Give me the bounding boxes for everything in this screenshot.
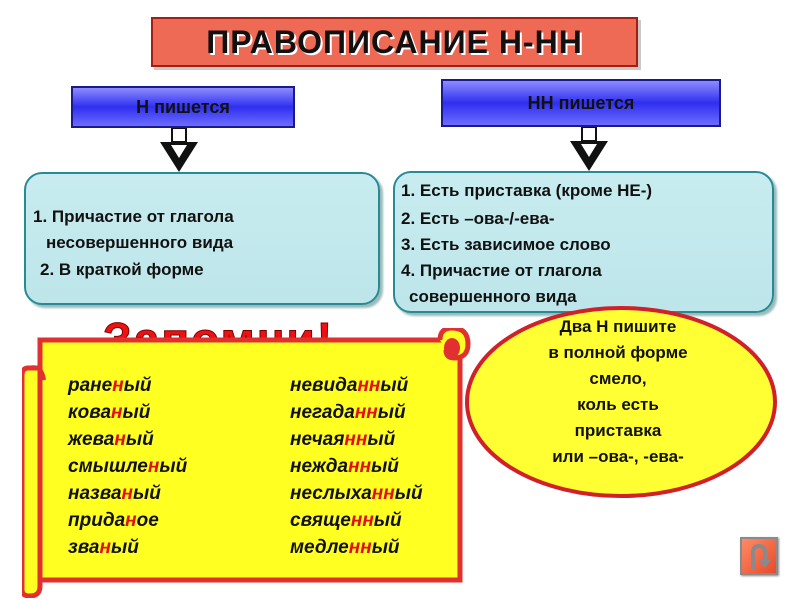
word-item: священный [290, 510, 402, 532]
word-part: ране [68, 375, 113, 396]
word-part: кова [68, 402, 112, 423]
highlighted-letters: нн [344, 429, 368, 450]
rule-line: совершенного вида [409, 287, 577, 306]
word-part: невида [290, 375, 358, 396]
highlighted-letters: нн [357, 375, 381, 396]
word-part: ый [123, 375, 152, 396]
word-part: негада [290, 402, 355, 423]
word-part: ый [122, 402, 151, 423]
header-double-n: НН пишется [441, 79, 721, 127]
word-item: негаданный [290, 402, 406, 424]
highlighted-letters: н [121, 483, 134, 504]
word-item: неслыханный [290, 483, 423, 505]
highlighted-letters: нн [348, 537, 372, 558]
word-item: невиданный [290, 375, 408, 397]
word-item: нежданный [290, 456, 399, 478]
rule-line: 1. Причастие от глагола [33, 207, 234, 226]
header-double-n-label: НН пишется [527, 92, 635, 113]
down-arrow-left-icon [160, 128, 198, 172]
word-item: приданое [68, 510, 159, 532]
highlighted-letters: нн [348, 456, 372, 477]
header-single-n: Н пишется [71, 86, 295, 128]
rule-line: 2. В краткой форме [40, 260, 204, 279]
word-part: ый [159, 456, 188, 477]
tip-ellipse [465, 306, 777, 498]
word-item: жеваный [68, 429, 154, 451]
word-part: ый [371, 537, 400, 558]
rule-line: 4. Причастие от глагола [401, 261, 602, 280]
word-part: смышле [68, 456, 148, 477]
word-item: медленный [290, 537, 400, 559]
rule-line: 3. Есть зависимое слово [401, 235, 611, 254]
highlighted-letters: н [147, 456, 160, 477]
word-part: жева [68, 429, 115, 450]
rule-line: 1. Есть приставка (кроме НЕ-) [401, 181, 653, 200]
word-part: ый [133, 483, 161, 504]
word-item: званый [68, 537, 139, 559]
word-item: названый [68, 483, 161, 505]
word-part: неслыха [290, 483, 372, 504]
tip-line: или –ова-, -ева- [552, 447, 684, 466]
word-item: раненый [68, 375, 152, 397]
page-title: ПРАВОПИСАНИЕ Н-НН [206, 23, 583, 60]
tip-line: смело, [589, 369, 647, 388]
word-part: ый [367, 429, 396, 450]
highlighted-letters: н [125, 510, 137, 531]
highlighted-letters: н [114, 429, 126, 450]
rule-line: 2. Есть –ова-/-ева- [401, 209, 555, 228]
title-box: ПРАВОПИСАНИЕ Н-НН [151, 17, 638, 67]
double-n-rules-box: 1. Есть приставка (кроме НЕ-) 2. Есть –о… [393, 171, 774, 313]
word-part: ый [110, 537, 139, 558]
highlighted-letters: н [111, 402, 123, 423]
word-part: нечая [290, 429, 345, 450]
u-turn-arrow-icon [751, 543, 771, 569]
word-part: ый [377, 402, 406, 423]
word-part: ое [136, 510, 159, 531]
word-part: медле [290, 537, 349, 558]
highlighted-letters: н [99, 537, 111, 558]
word-part: ый [380, 375, 409, 396]
highlighted-letters: нн [350, 510, 374, 531]
word-item: смышленый [68, 456, 187, 478]
word-part: прида [68, 510, 126, 531]
back-button[interactable] [740, 537, 778, 575]
scroll-banner [22, 328, 471, 598]
word-part: назва [68, 483, 122, 504]
rule-line: несовершенного вида [46, 233, 234, 252]
word-item: кованый [68, 402, 150, 424]
highlighted-letters: нн [354, 402, 378, 423]
word-part: свяще [290, 510, 351, 531]
word-part: ый [371, 456, 399, 477]
down-arrow-right-icon [570, 127, 608, 171]
word-part: ый [394, 483, 423, 504]
highlighted-letters: н [112, 375, 124, 396]
tip-line: в полной форме [548, 343, 688, 362]
header-single-n-label: Н пишется [136, 96, 230, 117]
word-part: нежда [290, 456, 349, 477]
tip-line: Два Н пишите [559, 317, 677, 336]
word-part: зва [68, 537, 100, 558]
word-part: ый [373, 510, 402, 531]
tip-line: коль есть [577, 395, 659, 414]
word-part: ый [125, 429, 154, 450]
highlighted-letters: нн [371, 483, 395, 504]
tip-line: приставка [574, 421, 662, 440]
single-n-rules-box: 1. Причастие от глагола несовершенного в… [24, 172, 380, 305]
word-item: нечаянный [290, 429, 395, 451]
